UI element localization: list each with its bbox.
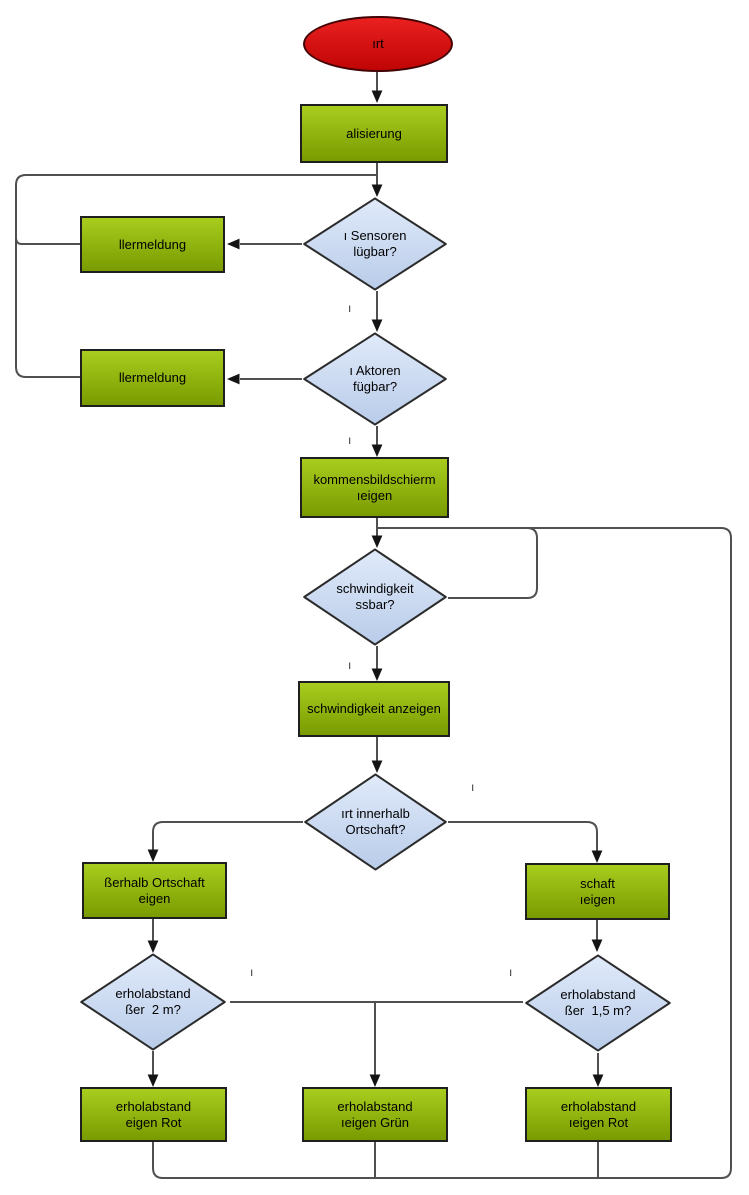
start-terminator: ırt [303, 16, 453, 72]
edge-label: ı [250, 965, 254, 979]
arrowhead-icon [147, 1074, 159, 1087]
arrowhead-icon [371, 535, 383, 548]
edge-label: ı [471, 780, 475, 794]
node-text: ırt [372, 36, 384, 51]
arrowhead-icon [369, 1074, 381, 1087]
node-text: ıeigen Grün [341, 1114, 409, 1130]
diamond-shape [303, 773, 448, 871]
arrowhead-icon [147, 940, 159, 953]
connector-speedcheck-loop [448, 527, 538, 599]
arrowhead-icon [227, 373, 240, 385]
node-text: Ortschaft? [345, 822, 406, 837]
node-text: erholabstand [115, 1098, 192, 1114]
connector-error1-return [15, 234, 80, 245]
edge-label: ı [509, 965, 513, 979]
node-text: ıeigen [356, 487, 393, 503]
node-text: ssbar? [355, 597, 395, 612]
node-text: eigen Rot [125, 1114, 182, 1130]
decision-sensors-available: ı Sensoren lügbar? [302, 197, 448, 291]
edge-label: ı [348, 658, 352, 672]
node-text: fügbar? [352, 379, 398, 394]
node-text: ıeigen [579, 891, 616, 907]
arrowhead-icon [371, 90, 383, 103]
diamond-shape [79, 953, 227, 1051]
node-text: erholabstand [115, 986, 191, 1001]
node-text: llermeldung [118, 370, 187, 385]
process-show-speed: schwindigkeit anzeigen [298, 681, 450, 737]
decision-speed-measurable: schwindigkeit ssbar? [302, 548, 448, 646]
arrowhead-icon [591, 939, 603, 952]
node-text: erholabstand [337, 1098, 413, 1114]
diamond-shape [302, 548, 448, 646]
diamond-shape [302, 332, 448, 426]
edge-label: ı [348, 433, 352, 447]
node-text: ıeigen Rot [568, 1114, 629, 1130]
node-text: schwindigkeit anzeigen [307, 701, 441, 716]
process-show-inside-town: schaft ıeigen [525, 863, 670, 920]
arrowhead-icon [371, 760, 383, 773]
diamond-shape [524, 954, 672, 1052]
arrowhead-icon [227, 238, 240, 250]
connector-towncheck-inside [448, 821, 598, 851]
connector-bottom-loop [152, 527, 732, 1179]
arrowhead-icon [591, 850, 603, 863]
arrowhead-icon [371, 444, 383, 457]
node-text: ı Aktoren [349, 363, 401, 378]
diamond-shape [302, 197, 448, 291]
node-text: ırt innerhalb [341, 806, 410, 821]
arrowhead-icon [371, 184, 383, 197]
decision-distance-1-5m: erholabstand ßer 1,5 m? [524, 954, 672, 1052]
node-text: ı Sensoren [343, 228, 407, 243]
node-text: erholabstand [560, 1098, 637, 1114]
arrowhead-icon [592, 1074, 604, 1087]
arrowhead-icon [371, 319, 383, 332]
connector-error2-return [15, 174, 377, 378]
process-welcome-screen: kommensbildschierm ıeigen [300, 457, 449, 518]
decision-distance-2m: erholabstand ßer 2 m? [79, 953, 227, 1051]
process-show-red-left: erholabstand eigen Rot [80, 1087, 227, 1142]
decision-actuators-available: ı Aktoren fügbar? [302, 332, 448, 426]
node-text: alisierung [346, 125, 402, 141]
process-show-outside-town: ßerhalb Ortschaft eigen [82, 862, 227, 919]
connector-towncheck-outside [152, 821, 303, 850]
node-text: eigen [138, 890, 171, 906]
node-text: ßerhalb Ortschaft [104, 874, 205, 890]
node-text: schwindigkeit [336, 581, 414, 596]
process-show-red-right: erholabstand ıeigen Rot [525, 1087, 672, 1142]
node-text: llermeldung [118, 236, 187, 252]
node-text: lügbar? [353, 244, 397, 259]
node-text: schaft [580, 875, 615, 891]
process-initialisierung: alisierung [300, 104, 448, 163]
arrowhead-icon [147, 849, 159, 862]
process-show-green: erholabstand ıeigen Grün [302, 1087, 448, 1142]
arrowhead-icon [371, 668, 383, 681]
process-error-message-1: llermeldung [80, 216, 225, 273]
decision-inside-town: ırt innerhalb Ortschaft? [303, 773, 448, 871]
process-error-message-2: llermeldung [80, 349, 225, 407]
edge-label: ı [348, 301, 352, 315]
node-text: erholabstand [560, 987, 636, 1002]
node-text: ßer 1,5 m? [564, 1003, 632, 1018]
node-text: ßer 2 m? [125, 1002, 181, 1017]
node-text: kommensbildschierm [313, 471, 436, 487]
